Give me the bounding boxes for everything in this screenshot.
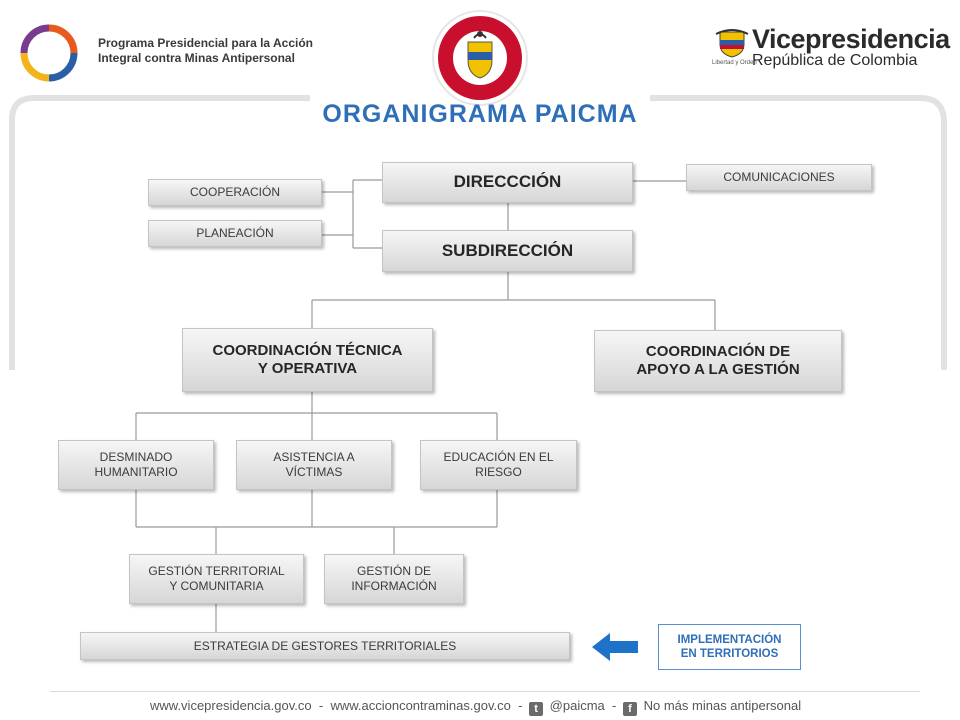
footer-twitter-handle[interactable]: @paicma: [549, 698, 605, 713]
node-coordinacion-tecnica: COORDINACIÓN TÉCNICA Y OPERATIVA: [182, 328, 433, 392]
gestion-territorial-line2: Y COMUNITARIA: [169, 579, 264, 593]
educacion-line1: EDUCACIÓN EN EL: [443, 450, 554, 465]
desminado-line2: HUMANITARIO: [94, 465, 178, 479]
node-cooperacion: COOPERACIÓN: [148, 179, 322, 206]
footer-link-vicepresidencia[interactable]: www.vicepresidencia.gov.co: [150, 698, 312, 713]
implementacion-line1: IMPLEMENTACIÓN: [677, 633, 782, 646]
node-gestion-informacion: GESTIÓN DE INFORMACIÓN: [324, 554, 464, 604]
twitter-icon: t: [529, 702, 544, 716]
footer-separator: -: [518, 698, 523, 713]
desminado-line1: DESMINADO: [99, 450, 173, 465]
node-coordinacion-apoyo: COORDINACIÓN DE APOYO A LA GESTIÓN: [594, 330, 842, 392]
implementacion-territorios-label: IMPLEMENTACIÓN EN TERRITORIOS: [658, 624, 801, 670]
coordinacion-apoyo-line1: COORDINACIÓN DE: [645, 342, 791, 360]
footer-divider: [50, 691, 920, 692]
node-gestion-territorial: GESTIÓN TERRITORIAL Y COMUNITARIA: [129, 554, 304, 604]
footer-separator: -: [612, 698, 617, 713]
colombia-seal-icon: [432, 10, 528, 106]
node-direccion: DIRECCCIÓN: [382, 162, 633, 203]
implementacion-line2: EN TERRITORIOS: [680, 648, 779, 660]
vicepresidencia-title: Vicepresidencia: [752, 24, 950, 54]
asistencia-line2: VÍCTIMAS: [285, 465, 343, 479]
gestion-territorial-line1: GESTIÓN TERRITORIAL: [148, 564, 285, 579]
facebook-icon: f: [622, 702, 637, 716]
coordinacion-tecnica-line2: Y OPERATIVA: [257, 360, 358, 377]
footer-link-accioncontraminas[interactable]: www.accioncontraminas.gov.co: [330, 698, 511, 713]
coordinacion-tecnica-line1: COORDINACIÓN TÉCNICA: [212, 341, 403, 359]
footer-facebook-page[interactable]: No más minas antipersonal: [643, 698, 802, 713]
node-asistencia-victimas: ASISTENCIA A VÍCTIMAS: [236, 440, 392, 490]
node-estrategia-gestores: ESTRATEGIA DE GESTORES TERRITORIALES: [80, 632, 570, 660]
footer-separator: -: [318, 698, 324, 713]
node-subdireccion: SUBDIRECCIÓN: [382, 230, 633, 272]
coordinacion-apoyo-line2: APOYO A LA GESTIÓN: [636, 361, 800, 378]
gestion-informacion-line2: INFORMACIÓN: [351, 579, 437, 593]
paicma-program-name: Programa Presidencial para la Acción Int…: [98, 36, 313, 65]
node-desminado-humanitario: DESMINADO HUMANITARIO: [58, 440, 214, 490]
vicepresidencia-motto: Libertad y Orden: [712, 60, 757, 66]
footer-links: www.vicepresidencia.gov.co - www.accionc…: [150, 698, 801, 716]
vicepresidencia-subtitle: República de Colombia: [752, 52, 918, 69]
vicepresidencia-crest-icon: [715, 29, 749, 58]
page-title: ORGANIGRAMA PAICMA: [322, 100, 638, 128]
educacion-line2: RIESGO: [475, 465, 522, 479]
gestion-informacion-line1: GESTIÓN DE: [356, 564, 431, 579]
paicma-logo-icon: [20, 24, 78, 82]
node-comunicaciones: COMUNICACIONES: [686, 164, 872, 191]
node-educacion-riesgo: EDUCACIÓN EN EL RIESGO: [420, 440, 577, 490]
node-planeacion: PLANEACIÓN: [148, 220, 322, 247]
arrow-left-icon: [592, 633, 638, 661]
asistencia-line1: ASISTENCIA A: [273, 450, 355, 465]
